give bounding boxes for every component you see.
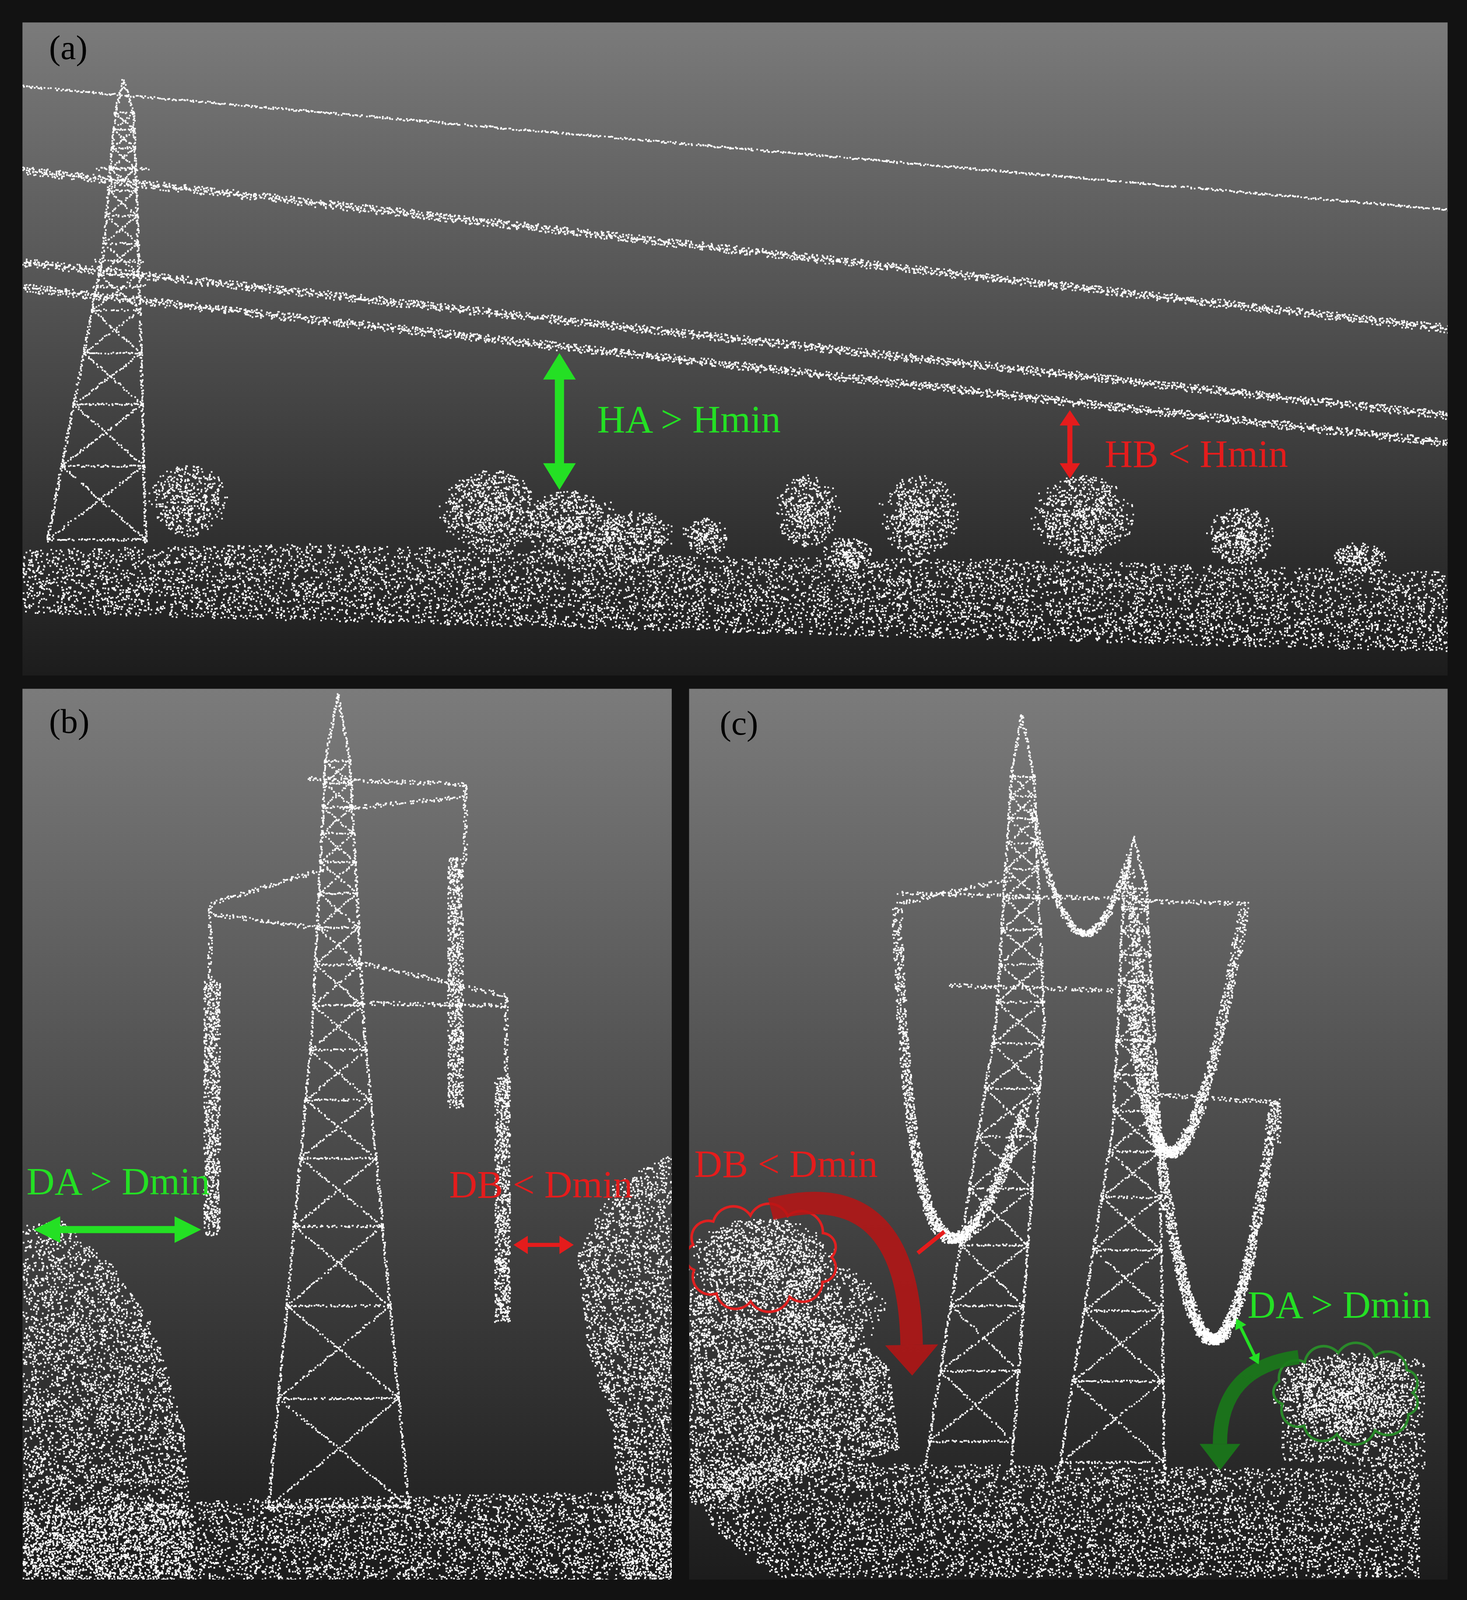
clearance-label: HB < Hmin [1104, 432, 1289, 476]
distance-label: DA > Dmin [26, 1160, 211, 1204]
arrowhead [543, 353, 576, 380]
point-cloud-scene [22, 79, 1448, 653]
arrowhead [559, 1235, 574, 1255]
lidar-points [689, 714, 1426, 1579]
lidar-points [22, 693, 672, 1581]
arrowhead [1199, 1444, 1241, 1471]
clearance-label: HA > Hmin [597, 398, 781, 442]
arrowhead [884, 1344, 938, 1376]
arrowhead [1235, 1318, 1246, 1331]
curved-arrow [770, 1203, 912, 1346]
arrowhead [33, 1216, 61, 1244]
dimension-line [1067, 422, 1073, 467]
panel-letter: (c) [719, 704, 759, 743]
panel-letter: (a) [49, 28, 88, 67]
arrowhead [1059, 463, 1081, 479]
panel-letter: (b) [49, 702, 90, 741]
dimension-line [554, 374, 565, 469]
dimension-line [54, 1226, 180, 1234]
arrowhead [1059, 410, 1081, 426]
panel-background [689, 688, 1448, 1580]
panel-background [22, 22, 1448, 676]
point-cloud-scene [22, 693, 672, 1581]
cloud-outline [689, 1203, 836, 1313]
curved-arrow [1220, 1357, 1299, 1445]
arrowhead [513, 1235, 528, 1255]
point-cloud-scene [689, 714, 1426, 1579]
leader-line [917, 1231, 945, 1254]
dimension-line [524, 1243, 562, 1248]
arrowhead [543, 463, 576, 491]
distance-label: DB < Dmin [449, 1163, 633, 1207]
distance-label: DA > Dmin [1247, 1284, 1431, 1327]
distance-label: DB < Dmin [694, 1143, 878, 1187]
dimension-line [1239, 1326, 1256, 1358]
lidar-points [22, 79, 1448, 653]
arrowhead [174, 1216, 202, 1244]
arrowhead [1248, 1352, 1260, 1365]
